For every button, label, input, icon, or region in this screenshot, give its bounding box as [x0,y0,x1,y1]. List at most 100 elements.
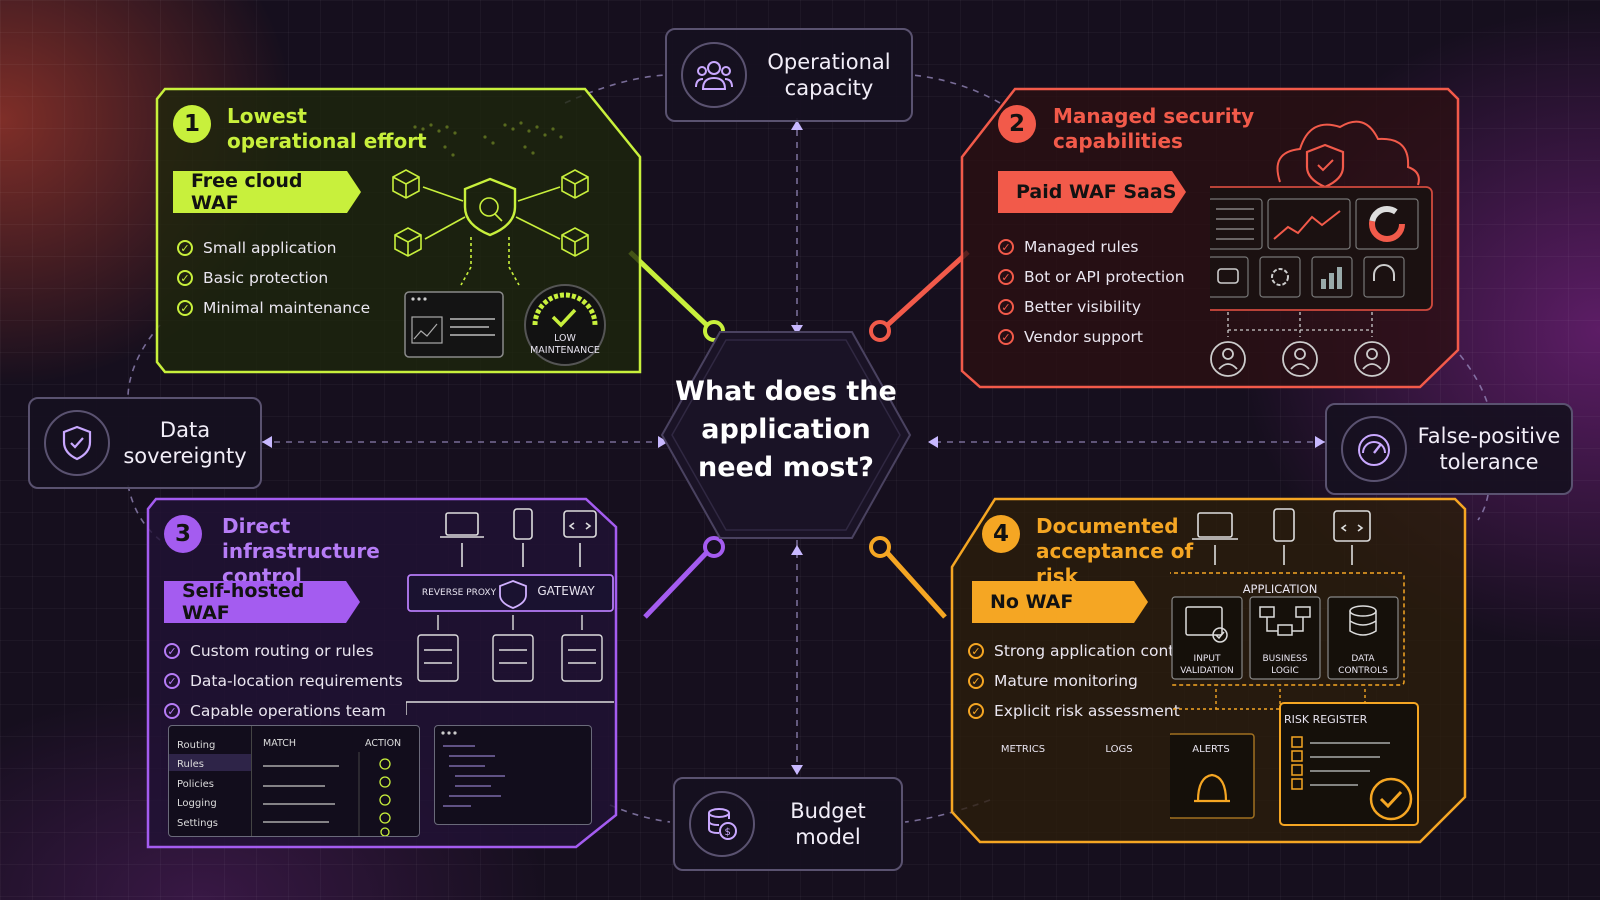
app-part-label: DATA CONTROLS [1338,654,1388,676]
criteria-text: Small application [203,239,337,257]
tag-shape [998,171,1186,213]
hexagon-frame [660,331,912,539]
phone-icon [1273,508,1295,542]
check-icon: ✓ [998,329,1014,345]
criteria-text: Better visibility [1024,298,1142,316]
monitor-part-label: LOGS [1105,744,1133,755]
tag-shape [972,581,1148,623]
laptop-icon [445,512,479,536]
check-icon: ✓ [998,269,1014,285]
option-card-self-hosted-waf: 3 Direct infrastructure control Self-hos… [146,497,646,857]
bot-icon [1217,268,1239,284]
criteria-item: ✓Mature monitoring [968,666,1202,696]
criteria-text: Capable operations team [190,702,386,720]
criteria-item: ✓ Explicit risk assessment [968,696,1202,726]
check-icon: ✓ [177,240,193,256]
check-icon: ✓ [177,270,193,286]
rules-table-rows [263,752,391,836]
factor-sovereignty-label: Data sovereignty [123,418,247,468]
option-number: 1 [173,105,211,143]
factor-budget-model: $ Budget model [673,777,903,871]
gateway-label: GATEWAY [537,584,595,598]
factor-false-positive-tolerance: False-positive tolerance [1325,403,1573,495]
config-menu-item[interactable]: Routing [177,740,216,751]
option-criteria-list: ✓Custom routing or rules ✓Data-location … [164,636,403,726]
gauge-label: LOW MAINTENANCE [530,333,600,356]
factor-operational-label: Operational capacity [767,50,891,100]
risk-register-label: RISK REGISTER [1284,713,1368,726]
tag-shape [164,581,360,623]
criteria-item: ✓ Better visibility [998,292,1185,322]
saas-dashboard-illustration [1210,120,1433,377]
code-window-icon [1333,510,1371,542]
criteria-text: Explicit risk assessment [994,702,1180,720]
option-criteria-list: ✓Strong application controls ✓Mature mon… [968,636,1202,726]
table-header-action: ACTION [365,738,402,749]
criteria-text: Custom routing or rules [190,642,374,660]
config-menu-item[interactable]: Settings [177,817,219,829]
option-number: 3 [164,515,202,553]
config-menu-item[interactable]: Logging [177,798,217,810]
central-question-text: What does the application need most? [675,376,897,483]
check-icon: ✓ [968,703,984,719]
criteria-text: Basic protection [203,269,329,287]
reverse-proxy-illustration [406,508,614,715]
check-icon: ✓ [164,643,180,659]
option-tag: Paid WAF SaaS [1016,181,1177,203]
checkmark-icon [551,308,577,328]
criteria-item: ✓Strong application controls [968,636,1202,666]
shield-icon [499,580,527,609]
application-label: APPLICATION [1242,582,1318,596]
table-header-match: MATCH [263,738,296,749]
app-part-label: INPUT VALIDATION [1180,654,1234,676]
monitor-part-label: METRICS [1000,744,1046,755]
team-icon [681,42,747,108]
factor-false-positive-label: False-positive tolerance [1417,424,1561,474]
rules-config-panel: Routing Rules Policies Logging Settings … [168,725,420,837]
code-lines [441,731,505,807]
check-icon: ✓ [998,299,1014,315]
tag-shape [173,171,361,213]
option-criteria-list: ✓Managed rules ✓Bot or API protection ✓B… [998,232,1185,352]
criteria-item: ✓Capable operations team [164,696,403,726]
criteria-item: ✓ Vendor support [998,322,1185,352]
criteria-text: Mature monitoring [994,672,1138,690]
option-card-no-waf: 4 Documented acceptance of risk No WAF ✓… [950,497,1470,852]
code-editor-panel [434,725,592,825]
monitor-part-label: ALERTS [1192,744,1230,755]
criteria-text: Bot or API protection [1024,268,1185,286]
criteria-item: ✓ Custom routing or rules [164,636,403,666]
user-icon [1210,341,1246,377]
config-menu-active [169,754,251,771]
option-card-free-cloud-waf: 1 Lowest operational effort Free cloud W… [155,87,642,380]
config-menu-item[interactable]: Policies [177,778,214,790]
check-icon: ✓ [177,300,193,316]
server-box-icon [392,169,420,199]
criteria-item: ✓Minimal maintenance [177,293,370,323]
criteria-text: Vendor support [1024,328,1143,346]
headset-icon [1373,264,1395,281]
proxy-label: REVERSE PROXY [421,588,497,598]
code-window-icon [563,510,597,538]
check-icon: ✓ [968,643,984,659]
phone-icon [513,508,533,540]
criteria-item: ✓ Basic protection [177,263,370,293]
cloud-shield-icon [1305,143,1345,189]
check-icon: ✓ [164,673,180,689]
check-icon: ✓ [998,239,1014,255]
factor-data-sovereignty: Data sovereignty [28,397,262,489]
coins-icon: $ [689,791,755,857]
bell-icon [1194,773,1230,803]
factor-operational-capacity: Operational capacity [665,28,913,122]
flow-icon [1266,617,1304,632]
criteria-item: ✓ Small application [177,233,370,263]
svg-text:$: $ [725,827,731,838]
config-menu-item[interactable]: Rules [177,759,204,771]
config-menu: Routing Rules Policies Logging Settings [169,726,252,836]
option-card-paid-waf-saas: 2 Managed security capabilities Paid WAF… [960,87,1460,394]
app-part-label: BUSINESS LOGIC [1262,654,1308,676]
factor-budget-label: Budget model [790,799,866,849]
option-title: Lowest operational effort [227,104,427,153]
option-tag: Self-hosted WAF [182,580,305,624]
gauge-icon [1341,416,1407,482]
